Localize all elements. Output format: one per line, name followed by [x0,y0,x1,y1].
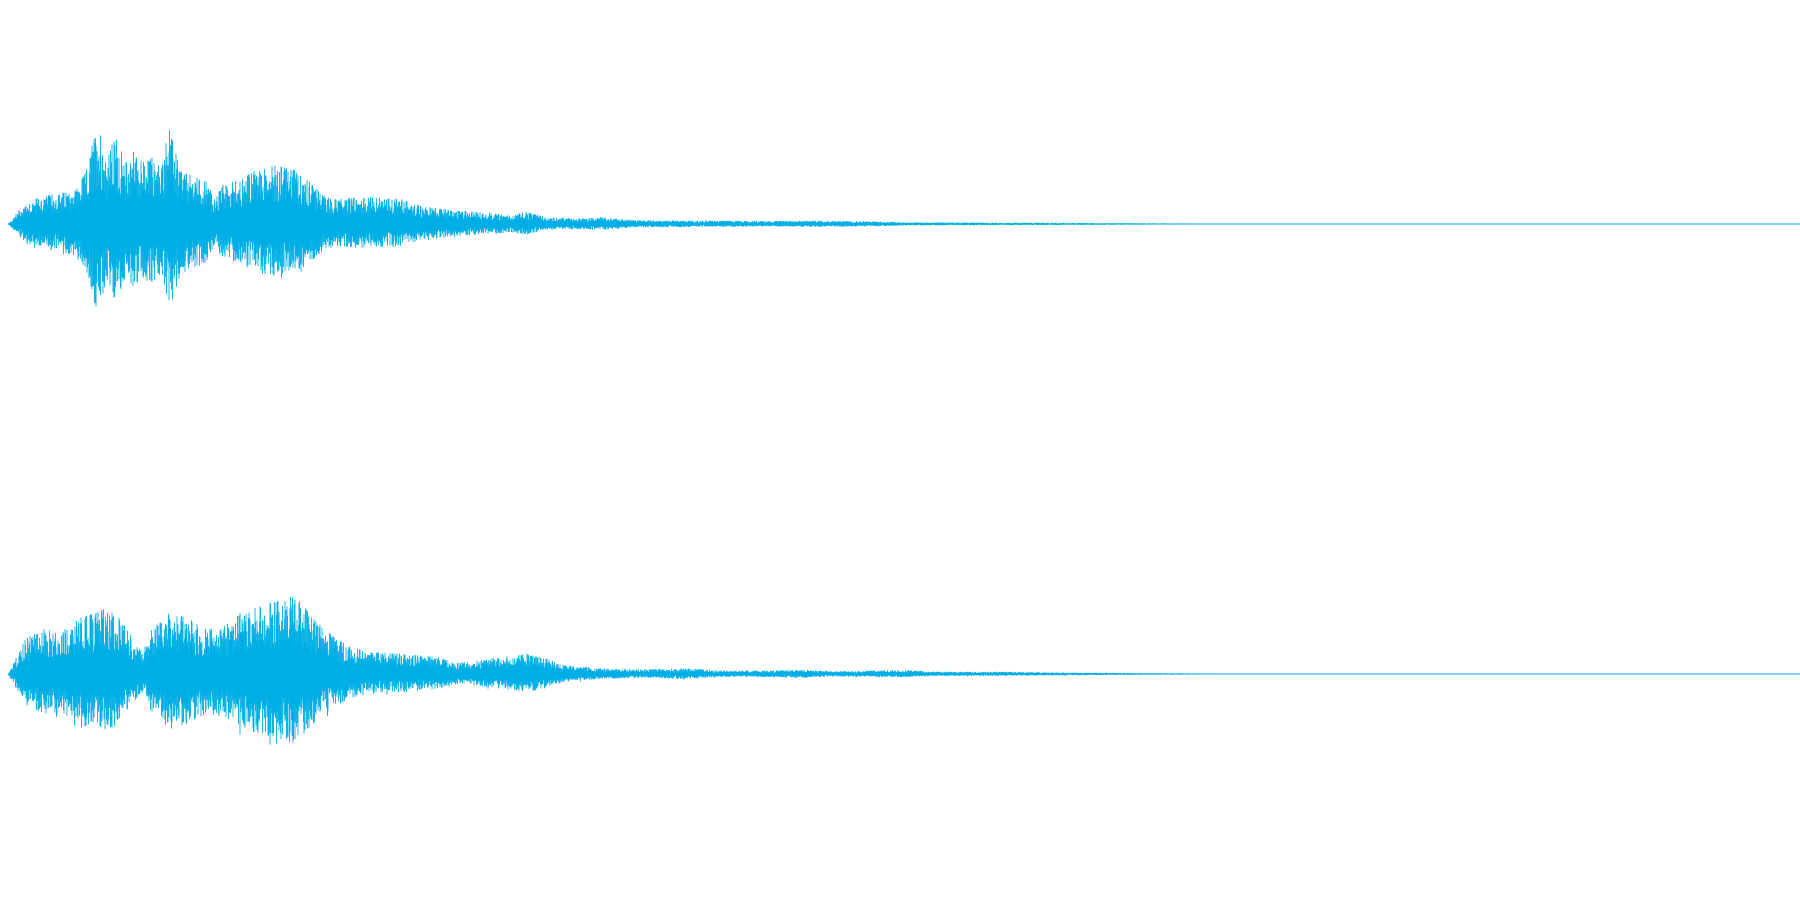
channel-1-samples [8,130,1673,307]
channel-1-waveform [8,130,1800,307]
channel-2-samples [8,597,1672,745]
channel-2-waveform [8,597,1800,745]
